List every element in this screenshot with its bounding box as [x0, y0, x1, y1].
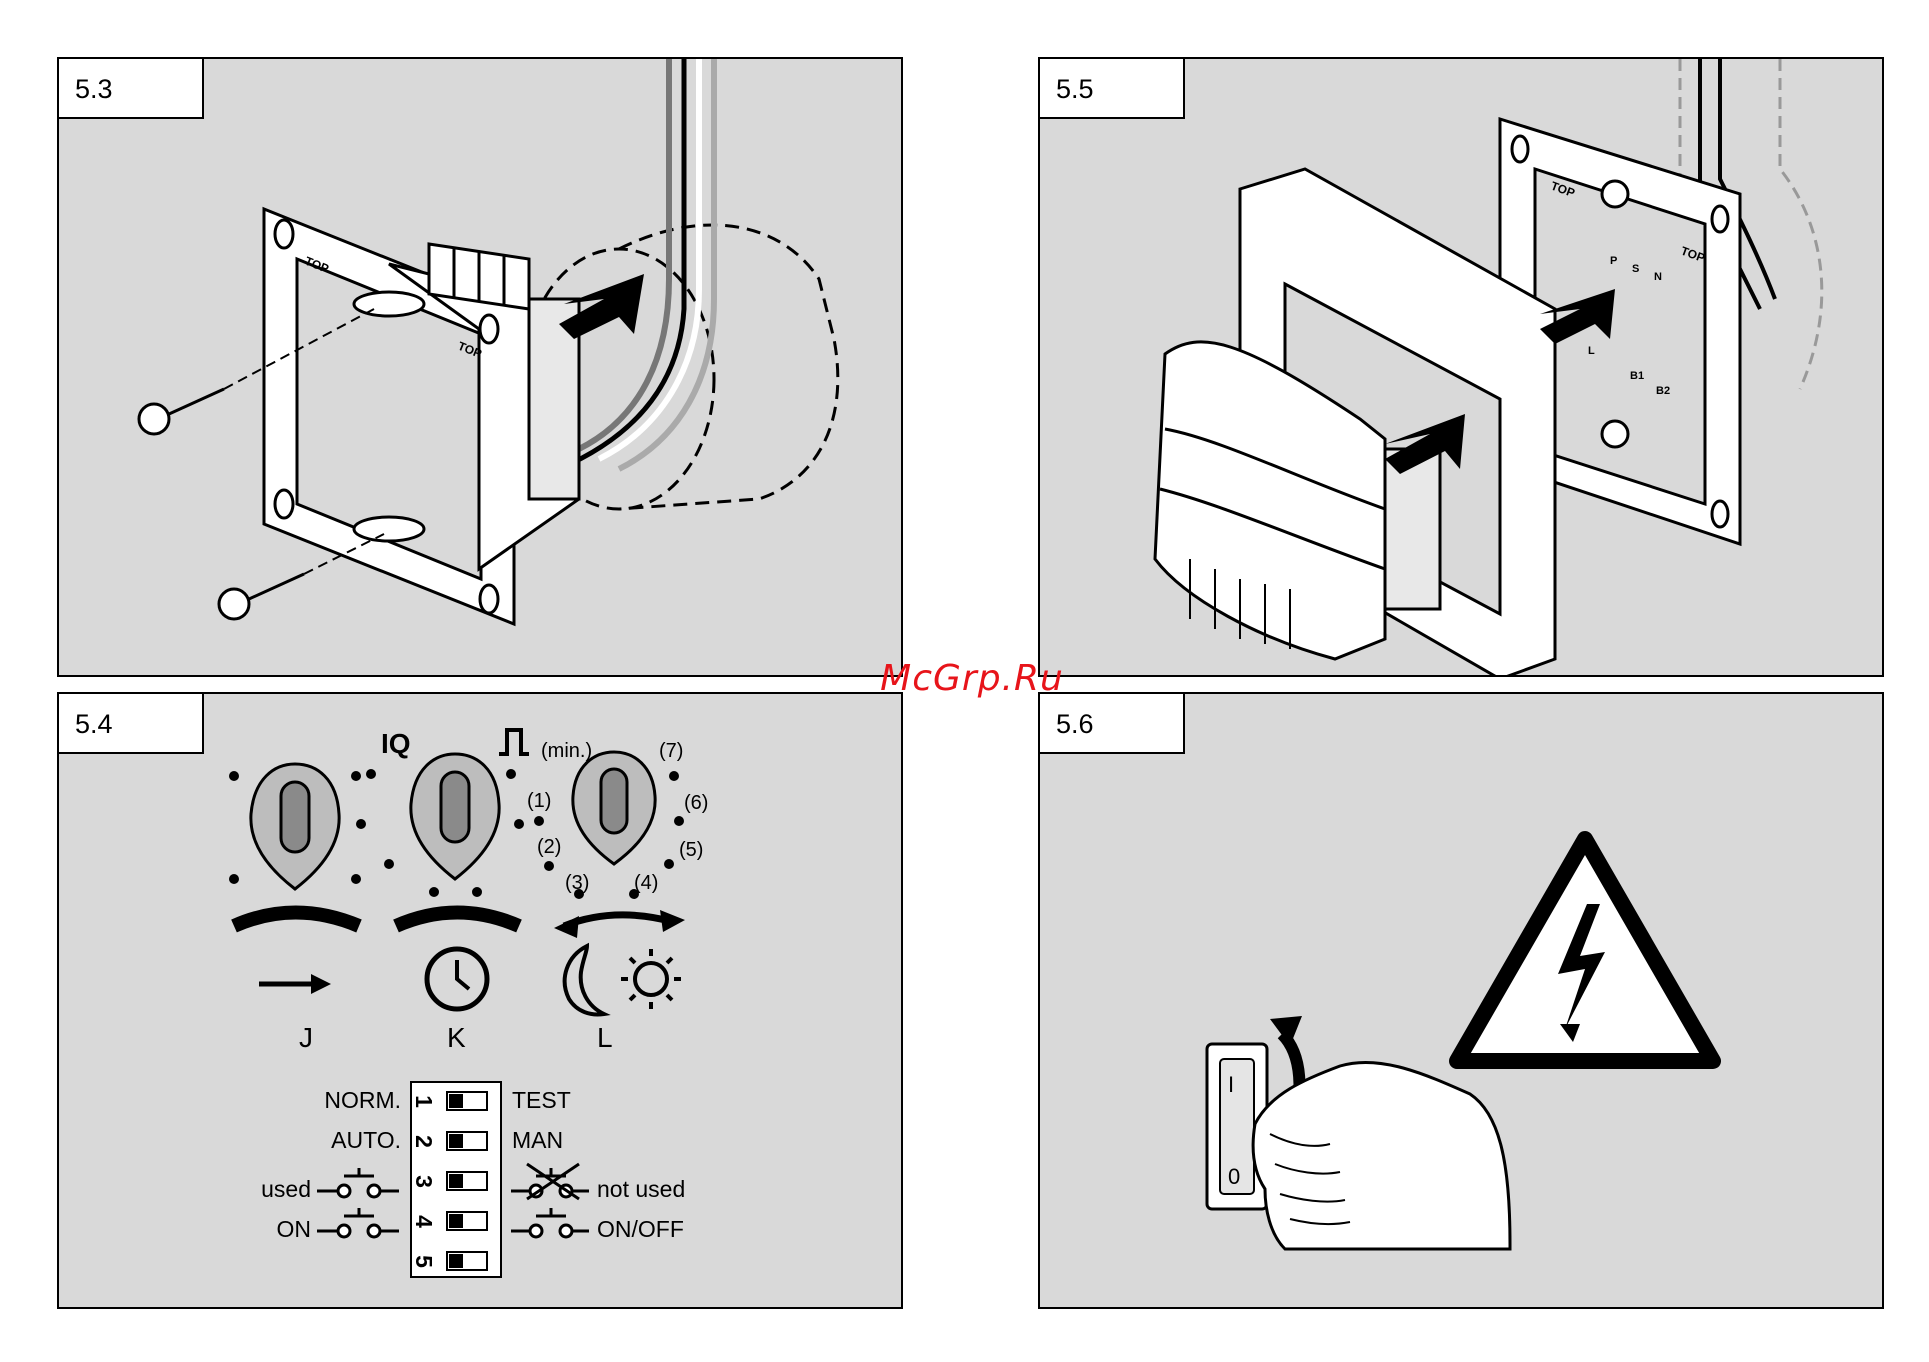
- pulse-unit-label: (min.): [541, 740, 592, 763]
- time-step: (2): [537, 836, 561, 859]
- clock-icon: [427, 949, 487, 1009]
- panel-5-6: 5.6 I 0: [1038, 692, 1884, 1309]
- panel-5-5: 5.5: [1038, 57, 1884, 677]
- dial-k[interactable]: [411, 754, 499, 879]
- terminal-label: L: [1588, 345, 1595, 357]
- dial-letter-k: K: [447, 1022, 466, 1054]
- terminal-label: B2: [1656, 385, 1670, 397]
- time-step: (1): [527, 790, 551, 813]
- dial-letter-l: L: [597, 1022, 613, 1054]
- dials-and-switches: [59, 694, 903, 1309]
- pulse-icon: [499, 730, 529, 754]
- switch-num: 3: [410, 1175, 437, 1188]
- switch-right-label: not used: [597, 1176, 685, 1203]
- switch-num: 4: [410, 1215, 437, 1228]
- time-step: (3): [565, 872, 589, 895]
- sun-icon: [621, 949, 681, 1009]
- time-step: (5): [679, 839, 703, 862]
- sensor-frame-illustration: TOP TOP P S N L B1 B2: [1040, 59, 1884, 677]
- iq-label: IQ: [381, 728, 411, 760]
- high-voltage-warning-icon: [1457, 839, 1713, 1061]
- switch-left-label: AUTO.: [331, 1127, 401, 1154]
- dial-j[interactable]: [251, 764, 339, 889]
- switch-right-label: MAN: [512, 1127, 563, 1154]
- switch-left-label: used: [261, 1176, 311, 1203]
- watermark: McGrp.Ru: [872, 658, 1072, 699]
- power-off-illustration: I 0: [1040, 694, 1884, 1309]
- switch-num: 2: [410, 1135, 437, 1148]
- switch-right-label: ON/OFF: [597, 1216, 684, 1243]
- switch-num: 1: [410, 1095, 437, 1108]
- time-step: (4): [634, 872, 658, 895]
- terminal-label: B1: [1630, 370, 1644, 382]
- hand-icon: [1253, 1062, 1510, 1249]
- arrow-right-icon: [259, 974, 331, 994]
- panel-5-3: 5.3: [57, 57, 903, 677]
- switch-right-label: TEST: [512, 1087, 571, 1114]
- switch-left-label: ON: [277, 1216, 312, 1243]
- breaker-on-mark: I: [1228, 1072, 1234, 1097]
- panel-5-4: 5.4: [57, 692, 903, 1309]
- terminal-label: P: [1610, 255, 1617, 267]
- moon-icon: [565, 946, 604, 1014]
- time-step: (6): [684, 792, 708, 815]
- switch-num: 5: [410, 1255, 437, 1268]
- terminal-label: S: [1632, 263, 1639, 275]
- terminal-label: N: [1654, 271, 1662, 283]
- switch-left-label: NORM.: [324, 1087, 401, 1114]
- time-step: (7): [659, 740, 683, 763]
- breaker-off-mark: 0: [1228, 1164, 1240, 1189]
- mounting-frame-illustration: TOP TOP: [59, 59, 903, 677]
- dial-l[interactable]: [573, 752, 655, 864]
- dial-letter-j: J: [299, 1022, 313, 1054]
